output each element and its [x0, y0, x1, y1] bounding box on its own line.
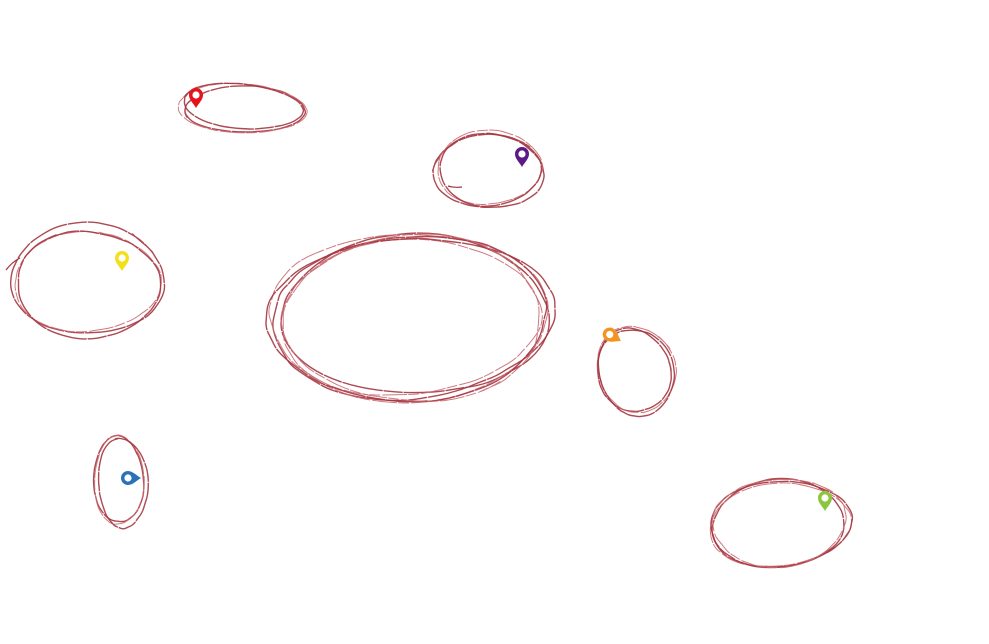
pin-hole — [518, 150, 526, 158]
scribble-stroke — [184, 85, 307, 133]
scribble-stroke — [14, 231, 162, 333]
green-map-pin-icon[interactable] — [818, 491, 832, 511]
scribble-stroke — [183, 82, 305, 130]
orange-map-pin-icon[interactable] — [600, 325, 624, 347]
scribble-stroke — [272, 237, 556, 402]
scribble-stroke — [97, 437, 149, 530]
scribble-stroke — [596, 327, 672, 413]
pin-hole — [118, 254, 126, 262]
scribble-stroke — [712, 478, 847, 569]
red-map-pin-icon[interactable] — [189, 88, 203, 108]
loop-left — [9, 221, 166, 340]
scribble-stroke — [268, 234, 549, 404]
scribble-stroke — [439, 132, 543, 208]
scribble-stroke — [94, 434, 145, 525]
scribble-stroke — [9, 221, 166, 334]
scribble-stroke — [282, 238, 543, 396]
loop-bottom-left — [92, 434, 149, 530]
scribble-tail — [447, 185, 463, 188]
scribble-tail — [5, 257, 21, 271]
scribble-stroke — [280, 232, 551, 394]
scribble-stroke — [437, 129, 544, 205]
scribble-stroke — [17, 230, 162, 340]
loop-center-large — [265, 232, 556, 404]
pin-hole — [192, 91, 200, 99]
purple-map-pin-icon[interactable] — [515, 147, 529, 167]
scribble-stroke — [265, 235, 548, 403]
scribble-stroke — [280, 233, 540, 402]
scribble-stroke — [432, 133, 545, 209]
blue-map-pin-icon[interactable] — [121, 471, 141, 485]
loop-top-center — [432, 129, 545, 209]
scribble-stroke — [177, 82, 308, 134]
pin-hole — [821, 494, 829, 502]
yellow-map-pin-icon[interactable] — [115, 251, 129, 271]
pin-hole — [606, 330, 614, 339]
loop-top-left — [177, 82, 308, 134]
pin-hole — [124, 474, 132, 482]
